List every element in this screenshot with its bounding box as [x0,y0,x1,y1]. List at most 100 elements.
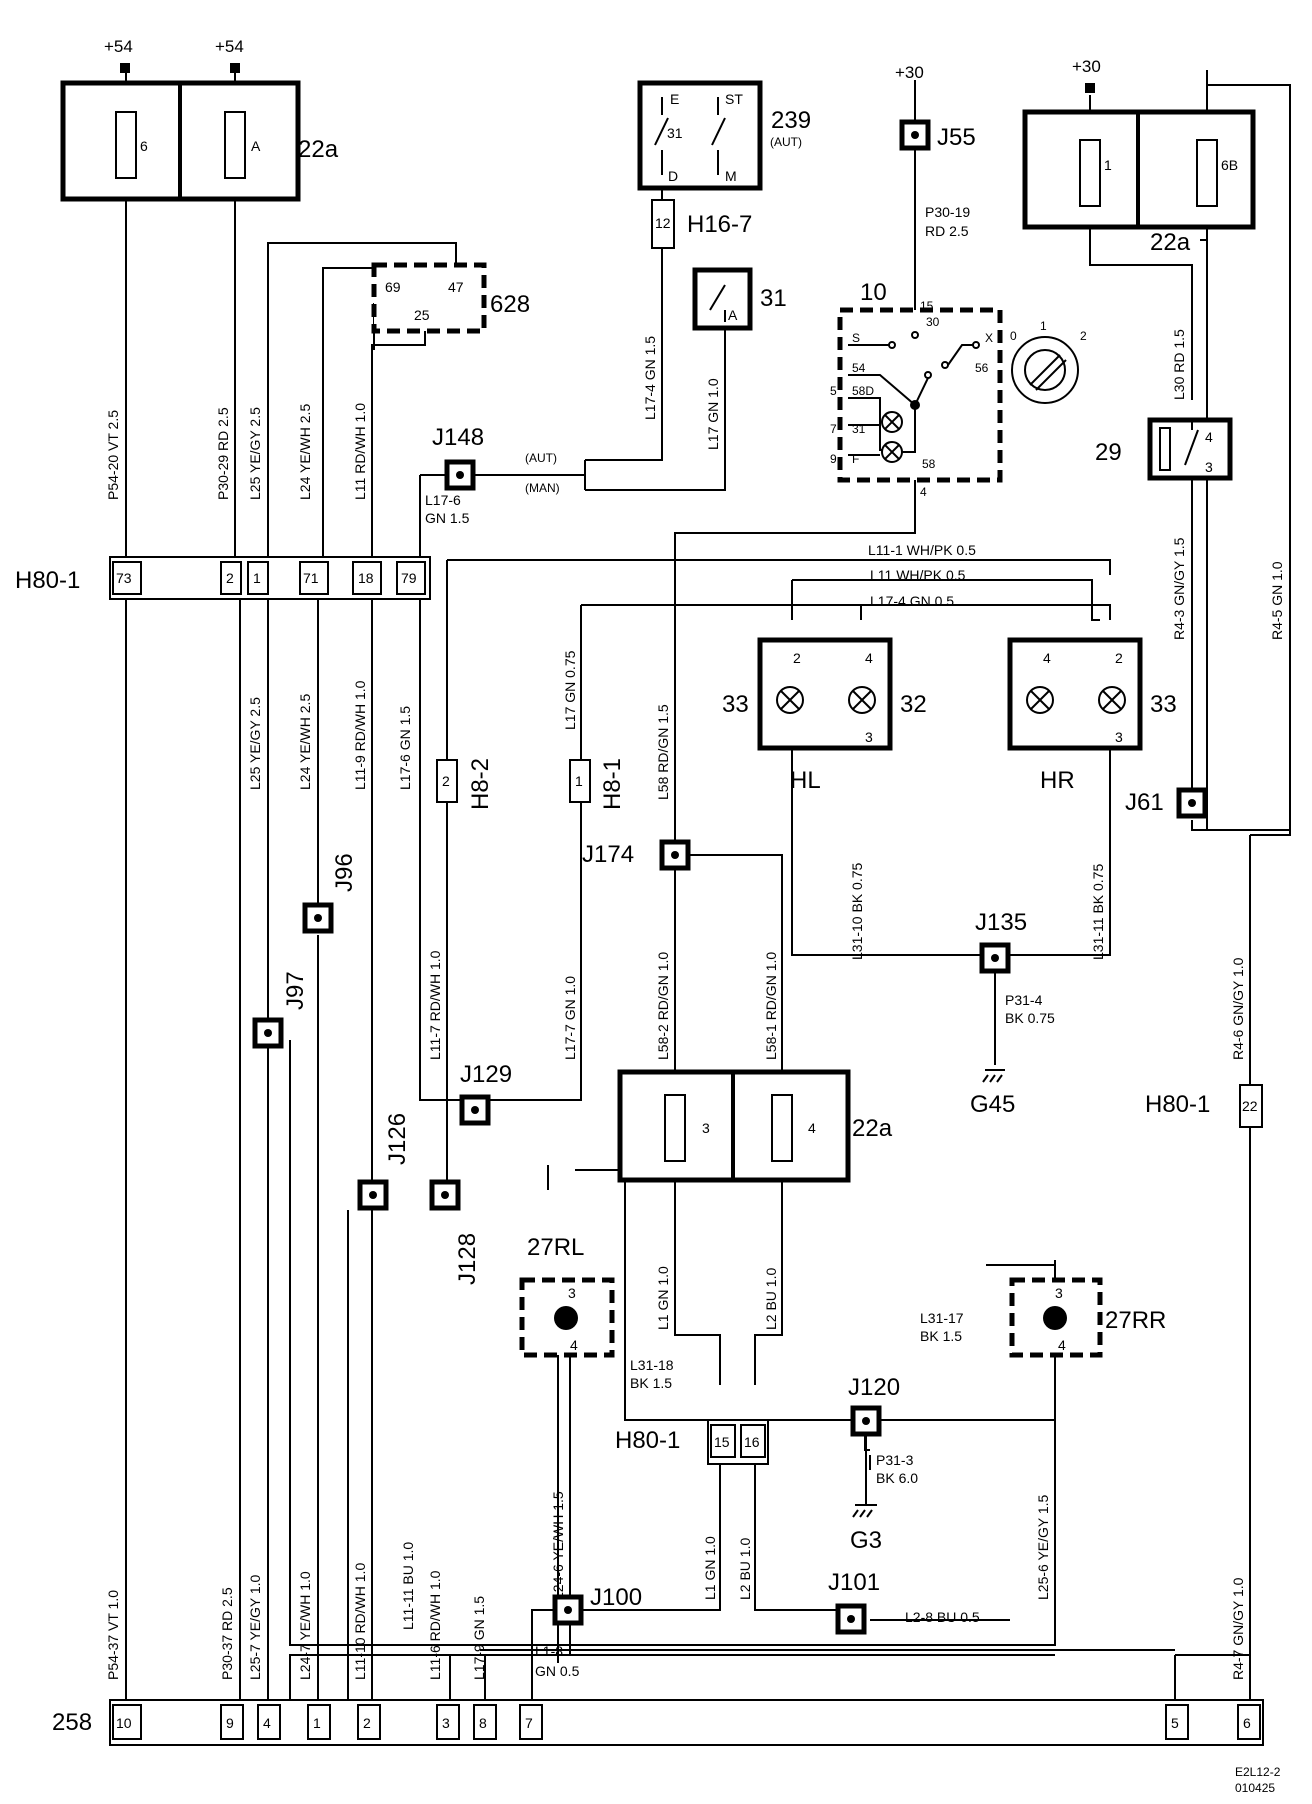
svg-text:9: 9 [830,452,837,466]
svg-text:18: 18 [358,570,374,586]
svg-text:+30: +30 [1072,57,1101,76]
wire-l11-9: L11-9 RD/WH 1.0 [352,680,368,790]
connector-h80-1-right: 22 H80-1 [1145,1084,1263,1128]
junction-j174-label: J174 [582,841,634,868]
svg-text:3: 3 [1115,729,1123,745]
wire-l17-6-b: GN 1.5 [425,510,470,526]
junction-j61-label: J61 [1125,789,1164,816]
svg-text:F: F [852,452,859,466]
supply-p30-label: +30 [895,63,924,82]
wire-r4-7: R4-7 GN/GY 1.0 [1230,1577,1246,1680]
wire-l24: L24 YE/WH 2.5 [297,404,313,500]
svg-text:2: 2 [363,1715,371,1731]
svg-text:7: 7 [525,1715,533,1731]
connector-h8-2: 2 H8-2 [436,758,494,810]
connector-h8-2-label: H8-2 [467,758,494,810]
junction-j97-label: J97 [282,971,309,1010]
svg-text:25: 25 [414,307,430,323]
svg-text:3: 3 [568,1285,576,1301]
ground-g45-icon: G45 [970,1069,1015,1118]
ground-g3-label: G3 [850,1527,882,1554]
connector-h16-7-label: H16-7 [687,211,752,238]
svg-text:4: 4 [920,485,927,499]
junction-j100: J100 [552,1584,642,1626]
junction-j120: J120 [848,1374,900,1437]
fusebox-22a-label: 22a [298,136,339,163]
footer-code-2: 010425 [1235,1781,1275,1795]
svg-text:16: 16 [744,1434,760,1450]
wire-man-label: (MAN) [525,481,560,495]
svg-text:73: 73 [116,570,132,586]
svg-text:10: 10 [116,1715,132,1731]
ignition-knob-icon: 0 1 2 [1010,319,1087,404]
wire-l17-4-b: L17-4 GN 0.5 [870,593,954,609]
fusebox-22a-top-left: 6 A 22a +54 +54 [60,37,339,202]
junction-j135-label: J135 [975,909,1027,936]
component-239-label: 239 [771,107,811,134]
svg-text:6: 6 [1243,1715,1251,1731]
wire-l17-6: L17-6 [425,492,461,508]
svg-text:4: 4 [1058,1337,1066,1353]
svg-text:79: 79 [401,570,417,586]
svg-text:2: 2 [1115,650,1123,666]
svg-text:5: 5 [1171,1715,1179,1731]
wire-l24-6: L24-6 YE/WH 1.5 [550,1491,566,1600]
wire-l17-075: L17 GN 0.75 [562,650,578,730]
connector-h80-1-mid-label: H80-1 [615,1427,680,1454]
junction-j126-label: J126 [384,1113,411,1165]
wire-l11-11: L11-11 BU 1.0 [400,1542,416,1630]
lamp-33-right-label: 33 [1150,691,1177,718]
component-628-label: 628 [490,291,530,318]
svg-text:12: 12 [655,215,671,231]
svg-text:15: 15 [714,1434,730,1450]
junction-j97: J97 [252,971,309,1049]
connector-h8-1: 1 H8-1 [569,758,626,810]
svg-text:9: 9 [226,1715,234,1731]
component-239: E ST 31 D M 239 (AUT) [637,80,811,191]
wire-l25: L25 YE/GY 2.5 [247,407,263,500]
wire-p30-19: P30-19 [925,204,970,220]
switch-10-label: 10 [860,279,887,306]
wire-l17-7: L17-7 GN 1.0 [562,976,578,1060]
wire-l17: L17 GN 1.0 [705,378,721,450]
wire-l1-8: L1-8 [535,1643,563,1659]
svg-text:47: 47 [448,279,464,295]
junction-j96: J96 [302,853,358,934]
wire-l11: L11 RD/WH 1.0 [352,403,368,500]
wire-p31-3-b: BK 6.0 [876,1470,918,1486]
wire-l24-7: L24-7 YE/WH 1.0 [297,1571,313,1680]
junction-j129: J129 [459,1061,512,1126]
svg-text:56: 56 [975,361,989,375]
junction-j135: J135 [975,909,1027,974]
wire-l31-18-b: BK 1.5 [630,1375,672,1391]
svg-text:22: 22 [1242,1098,1258,1114]
component-29-label: 29 [1095,439,1122,466]
svg-text:15: 15 [920,299,934,313]
connector-258-label: 258 [52,1709,92,1736]
wires [125,70,1291,1725]
component-628: 69 47 25 628 [371,262,530,334]
svg-text:3: 3 [1055,1285,1063,1301]
component-239-note: (AUT) [770,135,802,149]
wire-l1-8-b: GN 0.5 [535,1663,580,1679]
fuse-a-label: A [251,138,261,154]
svg-text:X: X [985,331,993,345]
svg-text:A: A [728,307,738,323]
wire-l58-1: L58-1 RD/GN 1.0 [763,952,779,1060]
svg-text:1: 1 [1040,319,1047,333]
svg-text:71: 71 [303,570,319,586]
svg-text:58D: 58D [852,384,874,398]
svg-text:2: 2 [1080,329,1087,343]
junction-j129-label: J129 [460,1061,512,1088]
wire-l2-8: L2-8 BU 0.5 [905,1609,980,1625]
svg-text:2: 2 [442,773,450,789]
svg-text:4: 4 [1043,650,1051,666]
svg-text:54: 54 [852,361,866,375]
svg-text:D: D [668,168,678,184]
connector-h80-1-top: 73 2 1 71 18 79 H80-1 [15,556,431,600]
svg-text:1: 1 [253,570,261,586]
svg-text:M: M [725,168,737,184]
wire-p31-4-b: BK 0.75 [1005,1010,1055,1026]
svg-text:31: 31 [667,125,683,141]
headlamp-hr: 4 2 3 33 HR [1007,637,1177,794]
